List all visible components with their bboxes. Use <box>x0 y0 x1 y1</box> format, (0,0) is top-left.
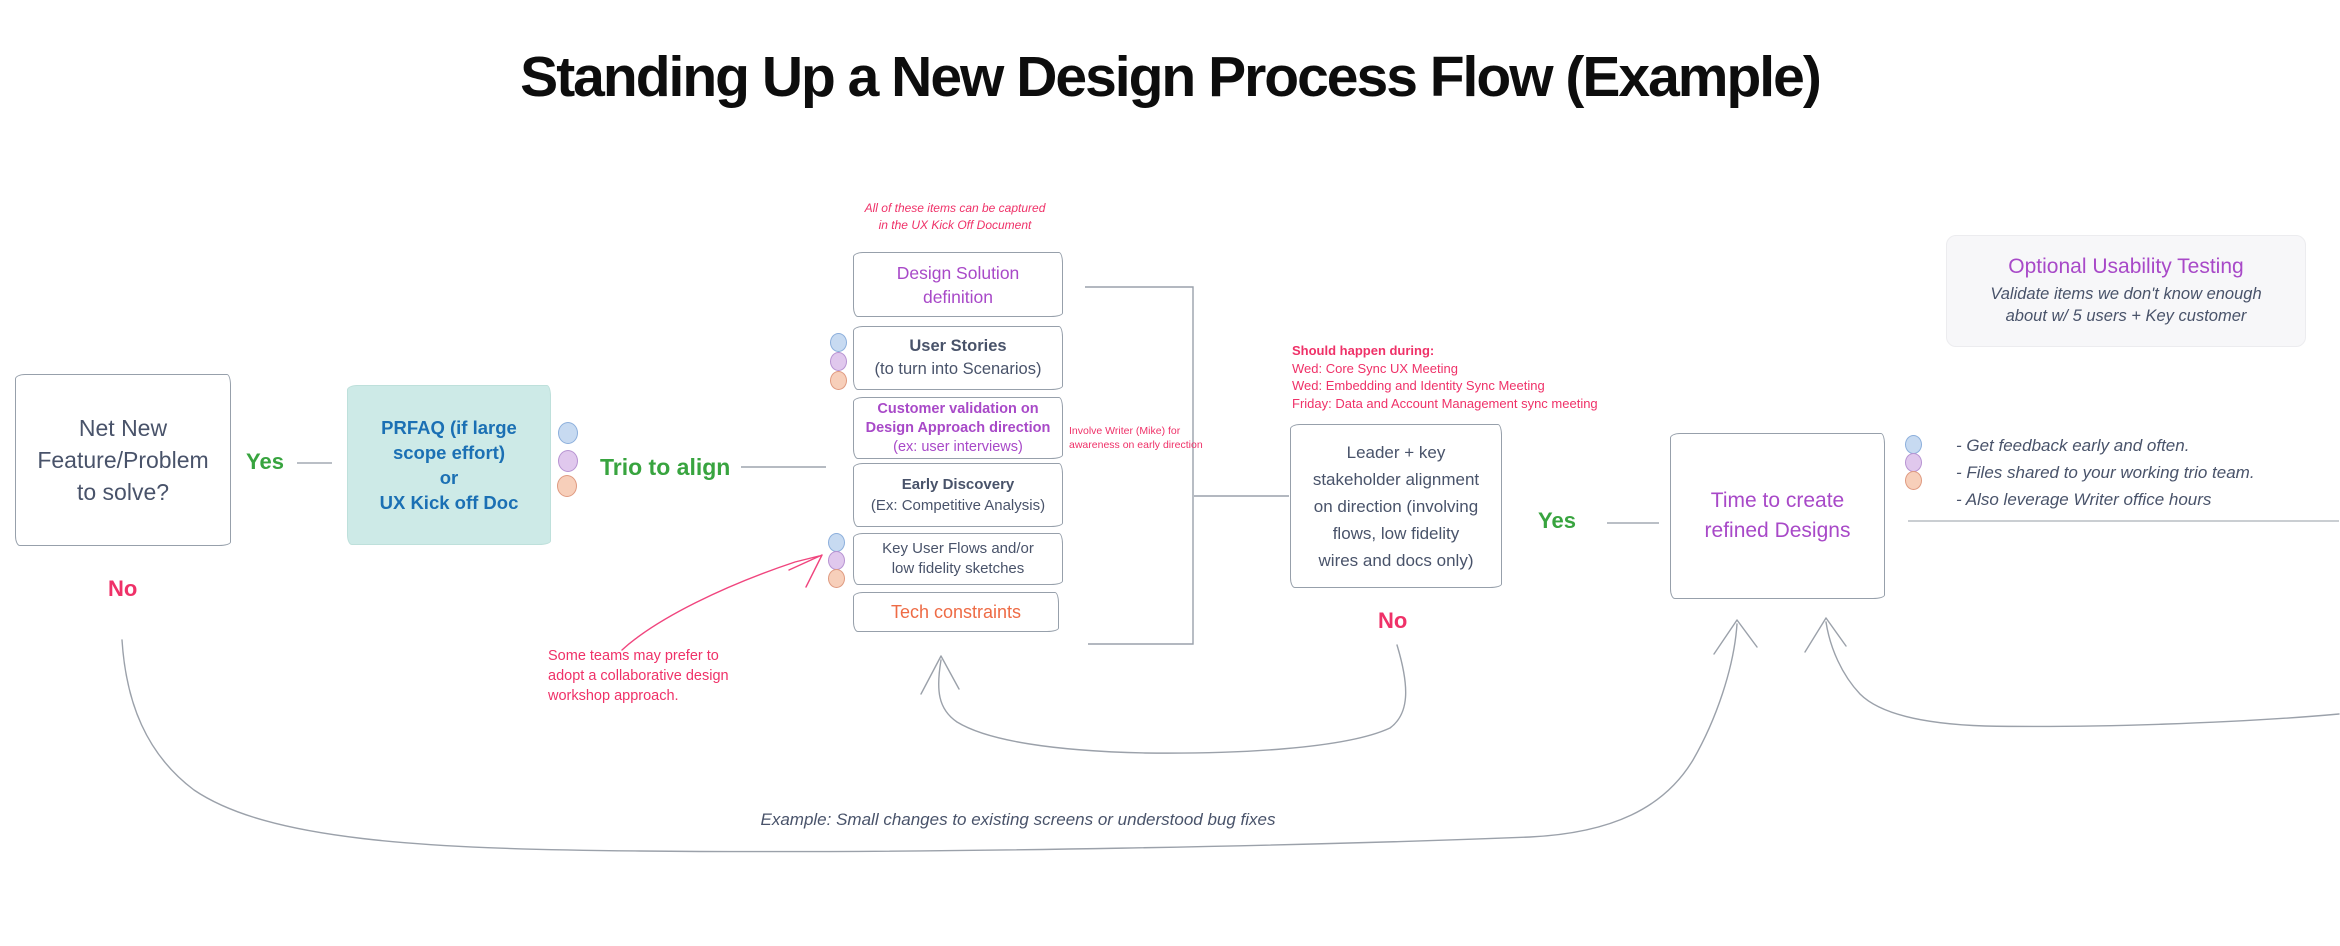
dot-blue-icon <box>558 422 578 444</box>
note-line: Some teams may prefer to <box>548 648 719 664</box>
node-subtitle: (to turn into Scenarios) <box>874 360 1042 378</box>
node-early-discovery: Early Discovery (Ex: Competitive Analysi… <box>853 463 1063 527</box>
dot-orange-icon <box>830 371 847 390</box>
node-time-to-create-refined-designs: Time to create refined Designs <box>1670 433 1885 599</box>
dot-purple-icon <box>1905 453 1922 472</box>
node-tech-constraints: Tech constraints <box>853 592 1059 632</box>
note-line: Wed: Core Sync UX Meeting <box>1292 360 1458 376</box>
dot-orange-icon <box>1905 471 1922 490</box>
arrow-no-bottom-loop-to-refined <box>121 619 1758 853</box>
node-key-user-flows: Key User Flows and/or low fidelity sketc… <box>853 533 1063 585</box>
node-line: to solve? <box>76 479 170 505</box>
label-no-left: No <box>108 576 138 601</box>
dot-blue-icon <box>1905 435 1922 454</box>
note-line: workshop approach. <box>548 688 679 704</box>
note-involve-writer: Involve Writer (Mike) for awareness on e… <box>1069 424 1203 452</box>
dot-purple-icon <box>830 352 847 371</box>
node-design-solution-definition: Design Solution definition <box>853 252 1063 317</box>
node-line: Net New <box>78 415 168 441</box>
node-line: Leader + key <box>1346 442 1446 462</box>
note-refined-design-tips: - Get feedback early and often. - Files … <box>1956 432 2255 513</box>
dot-purple-icon <box>558 450 578 472</box>
node-line: refined Designs <box>1704 519 1851 542</box>
note-title: Should happen during: <box>1292 343 1435 358</box>
label-yes-right: Yes <box>1538 508 1576 533</box>
bracket-stack-group <box>1085 286 1194 645</box>
node-user-stories: User Stories (to turn into Scenarios) <box>853 326 1063 390</box>
node-line: UX Kick off Doc <box>379 492 519 513</box>
node-line: low fidelity sketches <box>891 560 1025 577</box>
note-line: - Get feedback early and often. <box>1956 436 2190 455</box>
node-line: on direction (involving <box>1313 496 1479 516</box>
node-title: Early Discovery <box>901 476 1015 493</box>
node-subtitle: (Ex: Competitive Analysis) <box>870 497 1046 514</box>
node-title: User Stories <box>909 337 1007 355</box>
dot-orange-icon <box>557 475 577 497</box>
label-trio-to-align: Trio to align <box>600 454 731 480</box>
node-line: stakeholder alignment <box>1312 469 1480 489</box>
node-title: Optional Usability Testing <box>2008 255 2244 278</box>
node-line: PRFAQ (if large <box>381 417 517 438</box>
node-line: Customer validation on <box>877 400 1039 417</box>
node-line: flows, low fidelity <box>1332 523 1460 543</box>
node-line: about w/ 5 users + Key customer <box>2005 307 2247 325</box>
node-prfaq-kickoff: PRFAQ (if large scope effort) or UX Kick… <box>347 385 551 545</box>
note-collaborative-workshop: Some teams may prefer to adopt a collabo… <box>548 646 729 706</box>
note-should-happen-during: Should happen during: Wed: Core Sync UX … <box>1292 342 1598 412</box>
arrow-right-loop-to-refined <box>1804 617 2340 728</box>
label-no-right: No <box>1378 608 1408 633</box>
node-line: or <box>439 467 459 488</box>
node-line: Time to create <box>1710 489 1845 512</box>
node-line: Feature/Problem <box>37 447 209 473</box>
note-line: adopt a collaborative design <box>548 668 729 684</box>
node-optional-usability-testing: Optional Usability Testing Validate item… <box>1946 235 2306 347</box>
note-line: Involve Writer (Mike) for <box>1069 425 1181 437</box>
node-subtitle: (ex: user interviews) <box>893 438 1023 455</box>
node-line: wires and docs only) <box>1318 550 1474 570</box>
note-line: All of these items can be captured <box>864 201 1046 215</box>
node-line: Validate items we don't know enough <box>1990 285 2262 303</box>
node-line: Design Solution <box>896 262 1020 283</box>
node-customer-validation: Customer validation on Design Approach d… <box>853 397 1063 459</box>
note-line: Wed: Embedding and Identity Sync Meeting <box>1292 378 1545 393</box>
node-line: definition <box>922 286 994 307</box>
note-captured-in-kickoff: All of these items can be captured in th… <box>830 200 1080 234</box>
node-line: Design Approach direction <box>865 419 1051 436</box>
node-net-new-feature: Net New Feature/Problem to solve? <box>15 374 231 546</box>
node-leader-stakeholder-alignment: Leader + key stakeholder alignment on di… <box>1290 424 1502 588</box>
note-line: - Files shared to your working trio team… <box>1956 463 2255 482</box>
page-title: Standing Up a New Design Process Flow (E… <box>520 45 1822 109</box>
example-caption: Example: Small changes to existing scree… <box>760 810 1276 829</box>
dot-blue-icon <box>828 533 845 552</box>
arrow-no-loopback-to-stack <box>920 644 1407 754</box>
note-line: Friday: Data and Account Management sync… <box>1292 395 1598 411</box>
note-line: in the UX Kick Off Document <box>878 218 1032 232</box>
node-line: scope effort) <box>392 442 506 463</box>
dot-orange-icon <box>828 569 845 588</box>
node-line: Key User Flows and/or <box>882 540 1034 557</box>
dot-blue-icon <box>830 333 847 352</box>
note-line: awareness on early direction <box>1069 439 1203 451</box>
note-line: - Also leverage Writer office hours <box>1956 490 2212 509</box>
node-title: Tech constraints <box>890 601 1022 622</box>
arrow-workshop-note <box>621 554 823 651</box>
label-yes-left: Yes <box>246 449 284 474</box>
dot-purple-icon <box>828 551 845 570</box>
